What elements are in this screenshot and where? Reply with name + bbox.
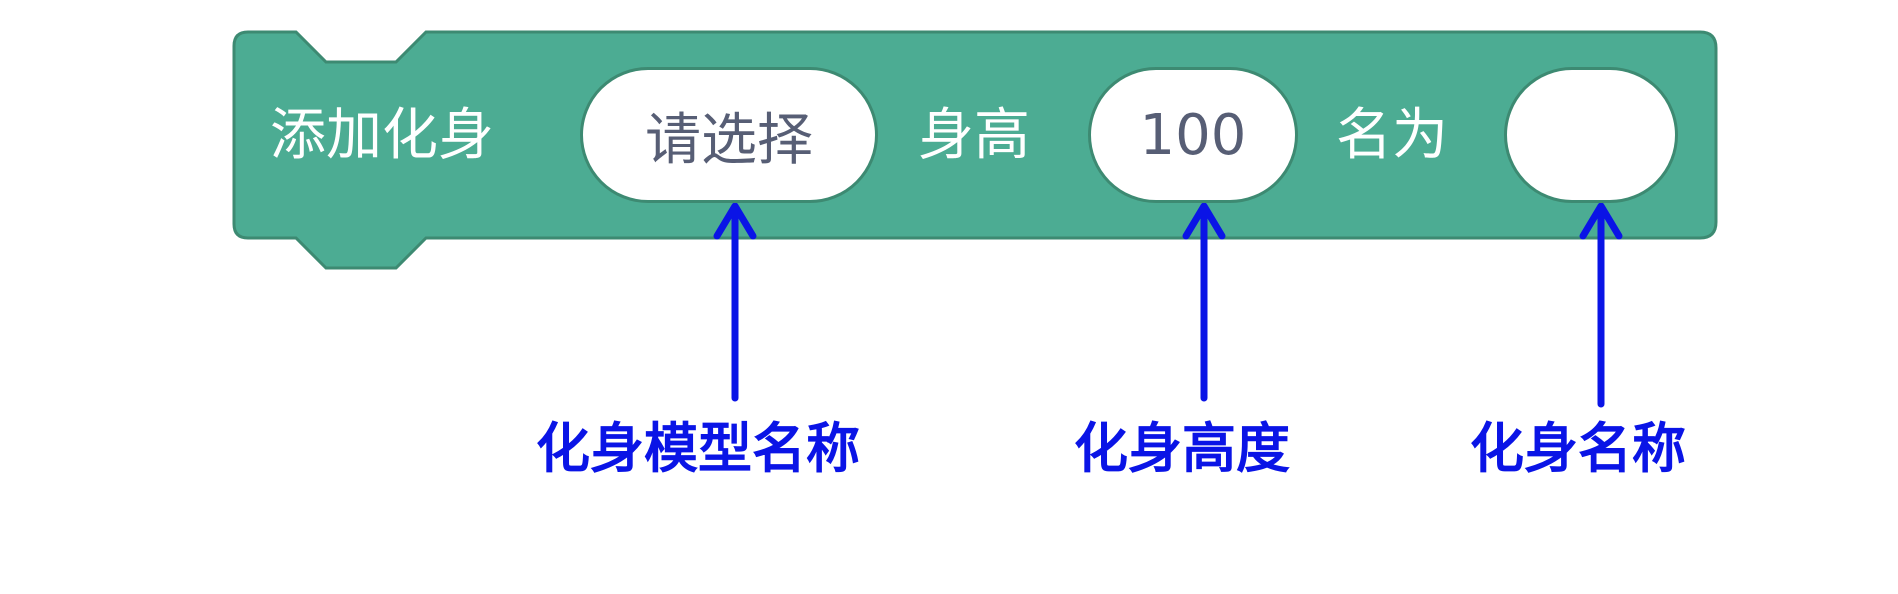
callout-avatar-name: 化身名称 — [1470, 416, 1686, 480]
block-label-height: 身高 — [918, 103, 1030, 168]
block-label-named: 名为 — [1336, 103, 1448, 168]
arrow-to-model-field — [713, 202, 757, 402]
avatar-name-input[interactable] — [1504, 67, 1678, 203]
avatar-height-input-value: 100 — [1139, 102, 1247, 168]
arrow-to-name-field — [1579, 202, 1623, 408]
avatar-model-dropdown-value: 请选择 — [645, 107, 813, 173]
arrow-to-height-field — [1182, 202, 1226, 402]
avatar-model-dropdown[interactable]: 请选择 — [580, 67, 878, 203]
callout-avatar-model-name: 化身模型名称 — [536, 416, 860, 480]
callout-avatar-height: 化身高度 — [1074, 416, 1290, 480]
block-label-add-avatar: 添加化身 — [270, 103, 494, 168]
avatar-height-input[interactable]: 100 — [1088, 67, 1298, 203]
